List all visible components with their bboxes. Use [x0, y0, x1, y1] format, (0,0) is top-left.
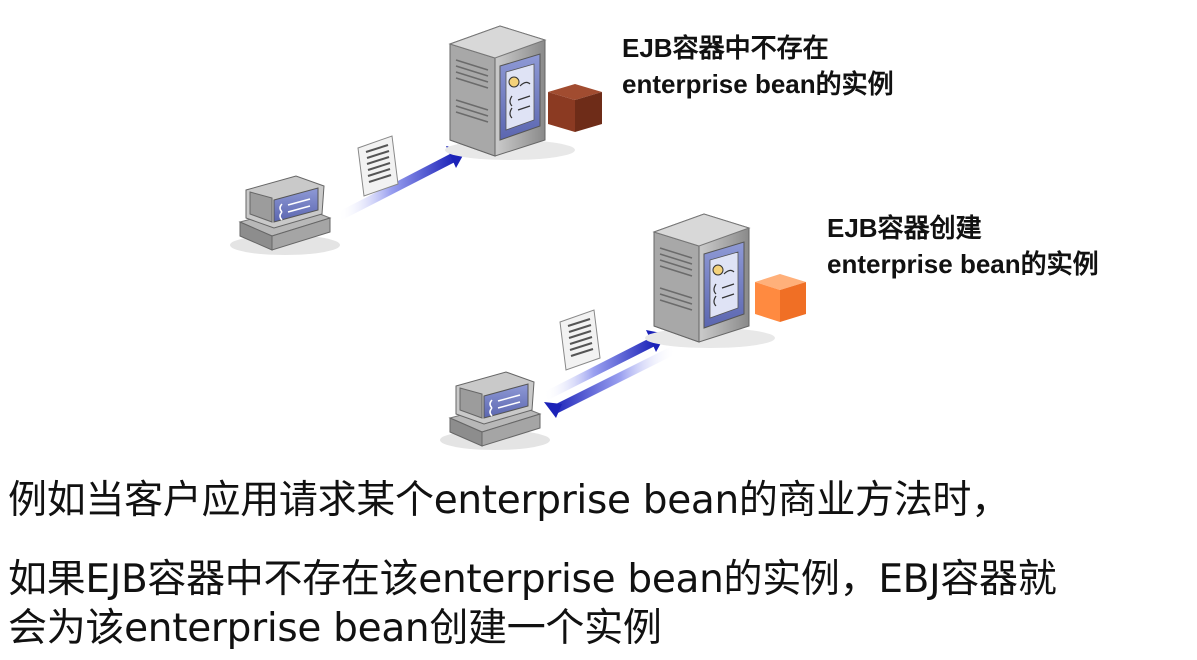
caption-line-1: 例如当客户应用请求某个enterprise bean的商业方法时， — [8, 478, 1010, 523]
label-bean-created-line1: EJB容器创建 — [827, 213, 982, 243]
ejb-server-icon — [445, 25, 575, 160]
response-arrow — [544, 346, 676, 418]
ejb-server-icon-bottom — [645, 213, 775, 348]
diagram-graphics — [230, 25, 806, 450]
request-document-icon-bottom — [559, 309, 601, 371]
label-bean-created-line2: enterprise bean的实例 — [827, 249, 1099, 279]
bean-missing-cube-icon — [548, 84, 602, 132]
request-arrow — [338, 146, 466, 220]
bean-created-cube-icon — [755, 274, 806, 322]
label-bean-created: EJB容器创建 enterprise bean的实例 — [827, 210, 1099, 282]
client-computer-icon — [230, 175, 340, 255]
label-bean-missing-line2: enterprise bean的实例 — [622, 69, 894, 99]
client-computer-icon-bottom — [440, 371, 550, 450]
label-bean-missing: EJB容器中不存在 enterprise bean的实例 — [622, 30, 894, 102]
caption-line-2: 如果EJB容器中不存在该enterprise bean的实例，EBJ容器就 — [8, 557, 1057, 602]
caption-line-3: 会为该enterprise bean创建一个实例 — [8, 606, 662, 651]
request-document-icon — [357, 135, 399, 197]
label-bean-missing-line1: EJB容器中不存在 — [622, 33, 829, 63]
